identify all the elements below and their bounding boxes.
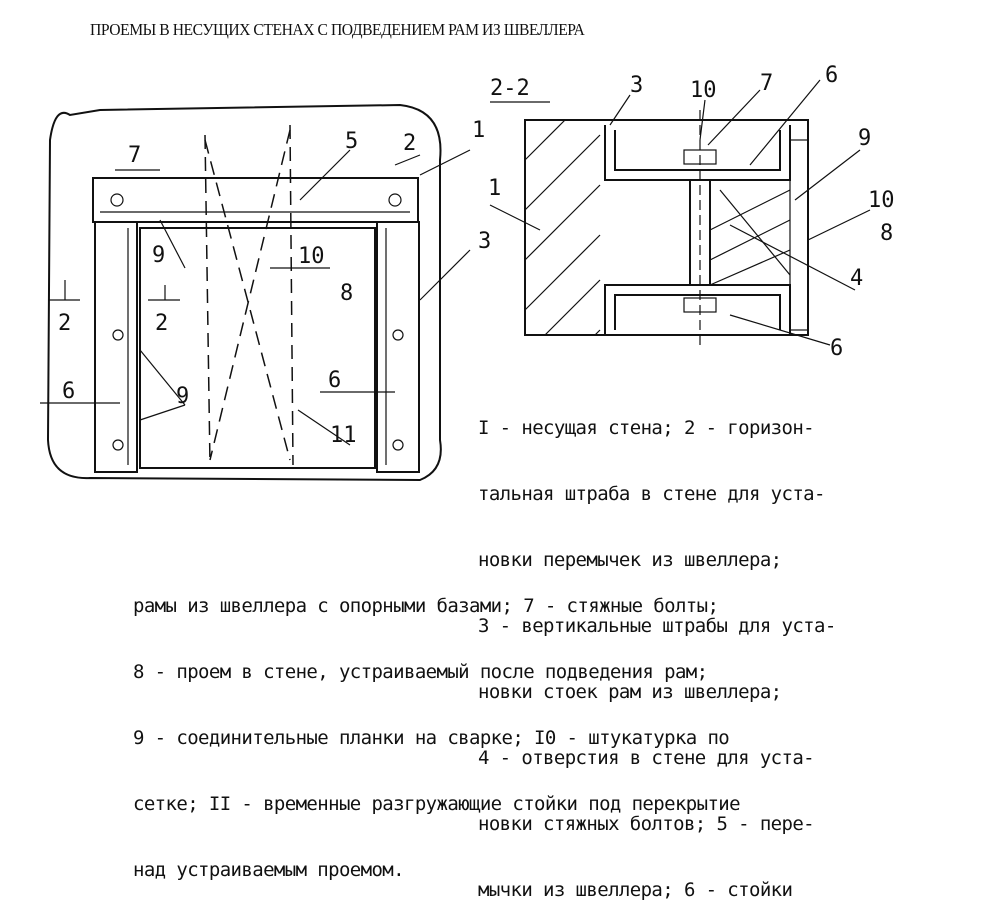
section-label-6b: 6 (830, 336, 843, 361)
opening (139, 227, 376, 469)
legend-line: сетке; II - временные разгружающие стойк… (133, 793, 741, 815)
section-label: 2-2 (490, 76, 530, 101)
plan-label-10: 10 (298, 244, 325, 269)
plan-label-5: 5 (345, 129, 358, 154)
legend-line: 3 - вертикальные штрабы для уста- (478, 615, 836, 637)
legend-line: 9 - соединительные планки на сварке; I0 … (133, 727, 730, 749)
plan-label-9a: 9 (152, 243, 165, 268)
plan-cut-2a: 2 (58, 311, 71, 336)
section-label-8: 8 (880, 221, 893, 246)
section-label-3: 3 (630, 73, 643, 98)
section-frame (524, 119, 809, 336)
masonry-hatch (524, 119, 791, 336)
section-label-10a: 10 (690, 78, 717, 103)
bolt-icons (110, 193, 404, 451)
plan-label-3: 3 (478, 229, 491, 254)
lintel-channel (92, 177, 419, 223)
section-view: 2-2 3 10 7 6 9 10 8 4 6 1 (488, 63, 895, 361)
legend-line: новки перемычек из швеллера; (478, 549, 782, 571)
plan-cut-2b: 2 (155, 311, 168, 336)
legend-line: рамы из швеллера с опорными базами; 7 - … (133, 595, 719, 617)
elevation-view: 7 2 1 5 3 9 10 8 2 2 6 6 9 11 (40, 103, 491, 482)
left-post (94, 221, 138, 473)
section-label-7: 7 (760, 71, 773, 96)
plan-label-2: 2 (403, 131, 416, 156)
section-label-10b: 10 (868, 188, 895, 213)
section-label-4: 4 (850, 266, 863, 291)
plaster-layer (789, 139, 809, 331)
wall-outline (46, 103, 442, 482)
temporary-props (204, 124, 294, 466)
lower-channel (604, 284, 791, 335)
plan-label-6a: 6 (62, 379, 75, 404)
section-label-9: 9 (858, 126, 871, 151)
plan-label-8: 8 (340, 281, 353, 306)
drawing-title: ПРОЕМЫ В НЕСУЩИХ СТЕНАХ С ПОДВЕДЕНИЕМ РА… (90, 20, 585, 39)
legend-line: 8 - проем в стене, устраиваемый после по… (133, 661, 708, 683)
legend-bottom: рамы из швеллера с опорными базами; 7 - … (133, 551, 741, 903)
plan-label-7: 7 (128, 143, 141, 168)
section-label-6a: 6 (825, 63, 838, 88)
legend-line: над устраиваемым проемом. (133, 859, 405, 881)
plan-label-9b: 9 (176, 384, 189, 409)
plan-label-11: 11 (330, 423, 357, 448)
right-post (376, 221, 420, 473)
plan-label-6b: 6 (328, 368, 341, 393)
legend-line: I - несущая стена; 2 - горизон- (478, 417, 815, 439)
section-label-1: 1 (488, 176, 501, 201)
plan-label-1: 1 (472, 118, 485, 143)
legend-line: тальная штраба в стене для уста- (478, 483, 825, 505)
drawing-canvas: 7 2 1 5 3 9 10 8 2 2 6 6 9 11 2-2 (40, 63, 895, 482)
upper-channel (604, 125, 791, 181)
